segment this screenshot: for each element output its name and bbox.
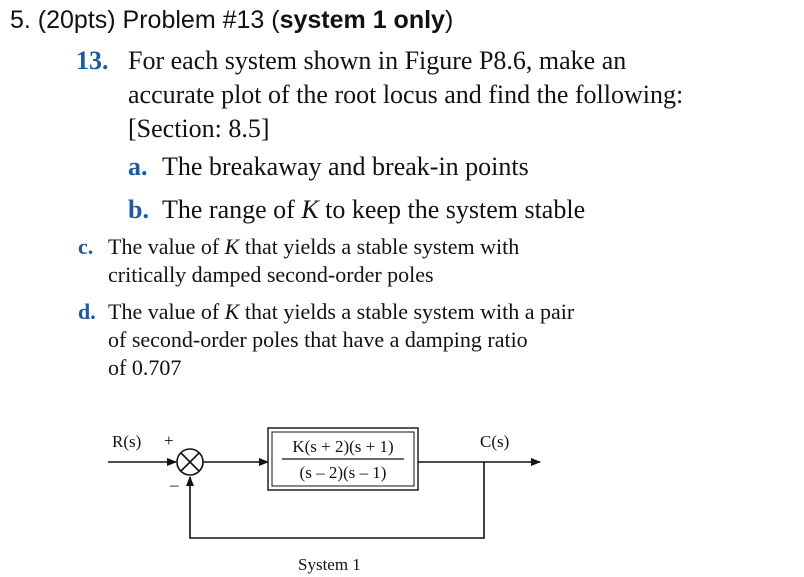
- problem-line-3: [Section: 8.5]: [128, 114, 270, 143]
- transfer-function-block: [267, 427, 419, 491]
- summing-junction: [176, 448, 204, 476]
- item-b-var: K: [301, 195, 319, 224]
- item-d-text-post: that yields a stable system with a pair: [239, 299, 575, 324]
- item-b: b. The range of K to keep the system stab…: [128, 193, 585, 227]
- diagram-caption: System 1: [298, 555, 361, 574]
- item-d-var: K: [224, 299, 240, 324]
- problem-line-2: accurate plot of the root locus and find…: [128, 80, 684, 109]
- item-d-line-1: d. The value of K that yields a stable sy…: [78, 298, 574, 326]
- item-d-text-pre: The value of: [108, 299, 225, 324]
- item-d-label: d.: [78, 299, 96, 324]
- item-c-var: K: [224, 234, 240, 259]
- item-a-label: a.: [128, 152, 148, 181]
- problem-number: 13.: [76, 46, 109, 75]
- item-c-line-2: critically damped second-order poles: [108, 262, 434, 287]
- item-c: c. The value of K that yields a stable sy…: [78, 233, 519, 289]
- item-b-text-post: to keep the system stable: [318, 195, 586, 224]
- input-label: R(s): [112, 432, 141, 451]
- tf-numerator: K(s + 2)(s + 1): [292, 437, 393, 456]
- item-c-label: c.: [78, 234, 94, 259]
- question-header: 5. (20pts) Problem #13 (system 1 only): [10, 6, 453, 35]
- problem-statement: 13. For each system shown in Figure P8.6,…: [76, 44, 683, 146]
- item-a: a. The breakaway and break-in points: [128, 150, 529, 184]
- output-label: C(s): [480, 432, 509, 451]
- item-c-line-1: c. The value of K that yields a stable sy…: [78, 233, 519, 261]
- header-prefix: 5. (20pts) Problem #13 (: [10, 6, 280, 34]
- minus-sign: –: [169, 475, 179, 494]
- item-c-text-post: that yields a stable system with: [239, 234, 520, 259]
- problem-line-1: 13. For each system shown in Figure P8.6,…: [76, 44, 683, 78]
- problem-line-1-text: For each system shown in Figure P8.6, ma…: [128, 46, 627, 75]
- header-suffix: ): [444, 6, 454, 34]
- item-d-line-2: of second-order poles that have a dampin…: [108, 327, 528, 352]
- feedback-path: [186, 462, 485, 539]
- item-c-text-pre: The value of: [108, 234, 225, 259]
- item-b-label: b.: [128, 195, 149, 224]
- tf-denominator: (s – 2)(s – 1): [300, 463, 387, 482]
- item-b-text-pre: The range of: [162, 195, 302, 224]
- item-d-line-3: of 0.707: [108, 355, 182, 380]
- item-d: d. The value of K that yields a stable sy…: [78, 298, 574, 382]
- plus-sign: +: [164, 431, 174, 450]
- header-bold-text: system 1 only: [279, 6, 445, 34]
- item-a-text: The breakaway and break-in points: [162, 152, 529, 181]
